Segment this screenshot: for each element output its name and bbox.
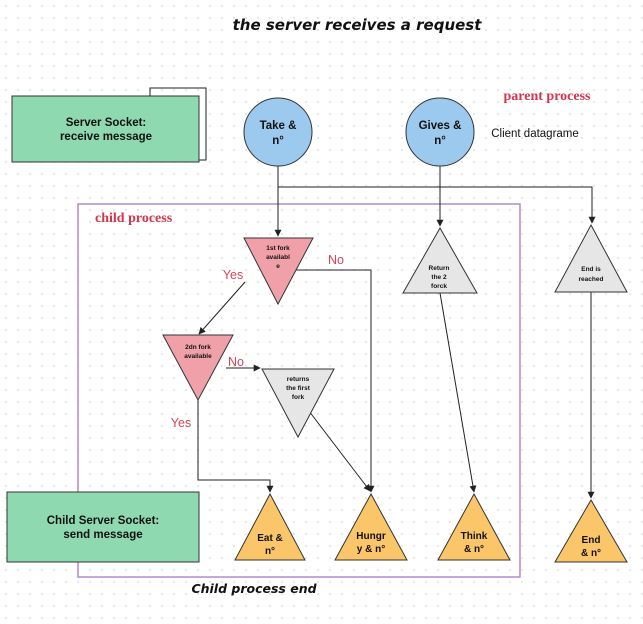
server-socket-box: Server Socket: receive message xyxy=(11,87,207,163)
child-server-socket-line-1: Child Server Socket: xyxy=(47,515,159,527)
returns-first-line-1: returns xyxy=(287,376,310,383)
end-terminal-line-2: & n° xyxy=(581,548,601,559)
return-two-line-2: the 2 xyxy=(431,274,447,281)
child-server-socket-line-2: send message xyxy=(63,529,142,541)
server-socket-line-1: Server Socket: xyxy=(66,117,147,129)
child-process-end-label: Child process end xyxy=(191,581,317,596)
hungry-terminal-line-1: Hungr xyxy=(356,531,386,542)
server-socket-line-2: receive message xyxy=(60,131,152,143)
return-two-forks-action: Return the 2 forck xyxy=(402,226,478,294)
take-circle-line-1: Take & xyxy=(260,120,297,132)
edge-label-yes-second: Yes xyxy=(171,416,191,430)
edges xyxy=(197,163,596,499)
first-fork-line-2: availabl xyxy=(266,254,290,261)
child-process-label: child process xyxy=(95,211,173,226)
end-terminal-line-1: End xyxy=(582,535,601,546)
take-circle-line-2: n° xyxy=(272,135,284,147)
first-fork-line-1: 1st fork xyxy=(266,245,290,252)
hungry-terminal-line-2: y & n° xyxy=(357,544,385,555)
edge-take-to-end-reached xyxy=(278,186,596,224)
parent-process-label: parent process xyxy=(504,89,592,104)
gives-circle-line-2: n° xyxy=(434,135,446,147)
gives-circle-line-1: Gives & xyxy=(419,120,462,132)
hungry-terminal: Hungr y & n° xyxy=(334,492,408,561)
child-process-frame xyxy=(77,203,521,578)
edge-first-fork-no xyxy=(282,269,375,493)
take-circle: Take & n° xyxy=(243,97,313,167)
eat-terminal-line-1: Eat & xyxy=(257,533,283,544)
second-fork-line-2: available xyxy=(184,353,212,360)
end-reached-line-2: reached xyxy=(579,276,604,283)
return-two-line-3: forck xyxy=(431,283,447,290)
edge-return-to-think xyxy=(439,292,477,493)
diagram-title: the server receives a request xyxy=(233,16,483,34)
eat-terminal-line-2: n° xyxy=(265,546,275,557)
end-reached-action: End is reached xyxy=(554,223,628,293)
first-fork-decision: 1st fork availabl e xyxy=(243,237,314,306)
first-fork-line-3: e xyxy=(276,263,280,270)
returns-first-fork-action: returns the first fork xyxy=(261,368,335,439)
edge-label-yes-first: Yes xyxy=(223,268,243,282)
client-datagram-label: Client datagrame xyxy=(491,128,579,140)
returns-first-line-2: the first xyxy=(286,385,311,392)
edge-second-fork-yes xyxy=(197,400,274,493)
child-server-socket-box: Child Server Socket: send message xyxy=(6,491,200,563)
eat-terminal: Eat & n° xyxy=(234,492,306,561)
think-terminal: Think & n° xyxy=(437,492,511,561)
edge-label-no-first: No xyxy=(328,253,344,267)
return-two-line-1: Return xyxy=(429,265,450,272)
second-fork-decision: 2dn fork available xyxy=(162,334,234,402)
edge-label-no-second: No xyxy=(228,355,244,369)
gives-circle: Gives & n° xyxy=(405,97,475,167)
second-fork-line-1: 2dn fork xyxy=(185,344,211,351)
think-terminal-line-1: Think xyxy=(461,531,488,542)
think-terminal-line-2: & n° xyxy=(464,544,484,555)
edge-first-fork-yes xyxy=(198,281,246,335)
end-terminal: End & n° xyxy=(554,499,628,563)
returns-first-line-3: fork xyxy=(292,394,305,401)
end-reached-line-1: End is xyxy=(581,266,601,273)
